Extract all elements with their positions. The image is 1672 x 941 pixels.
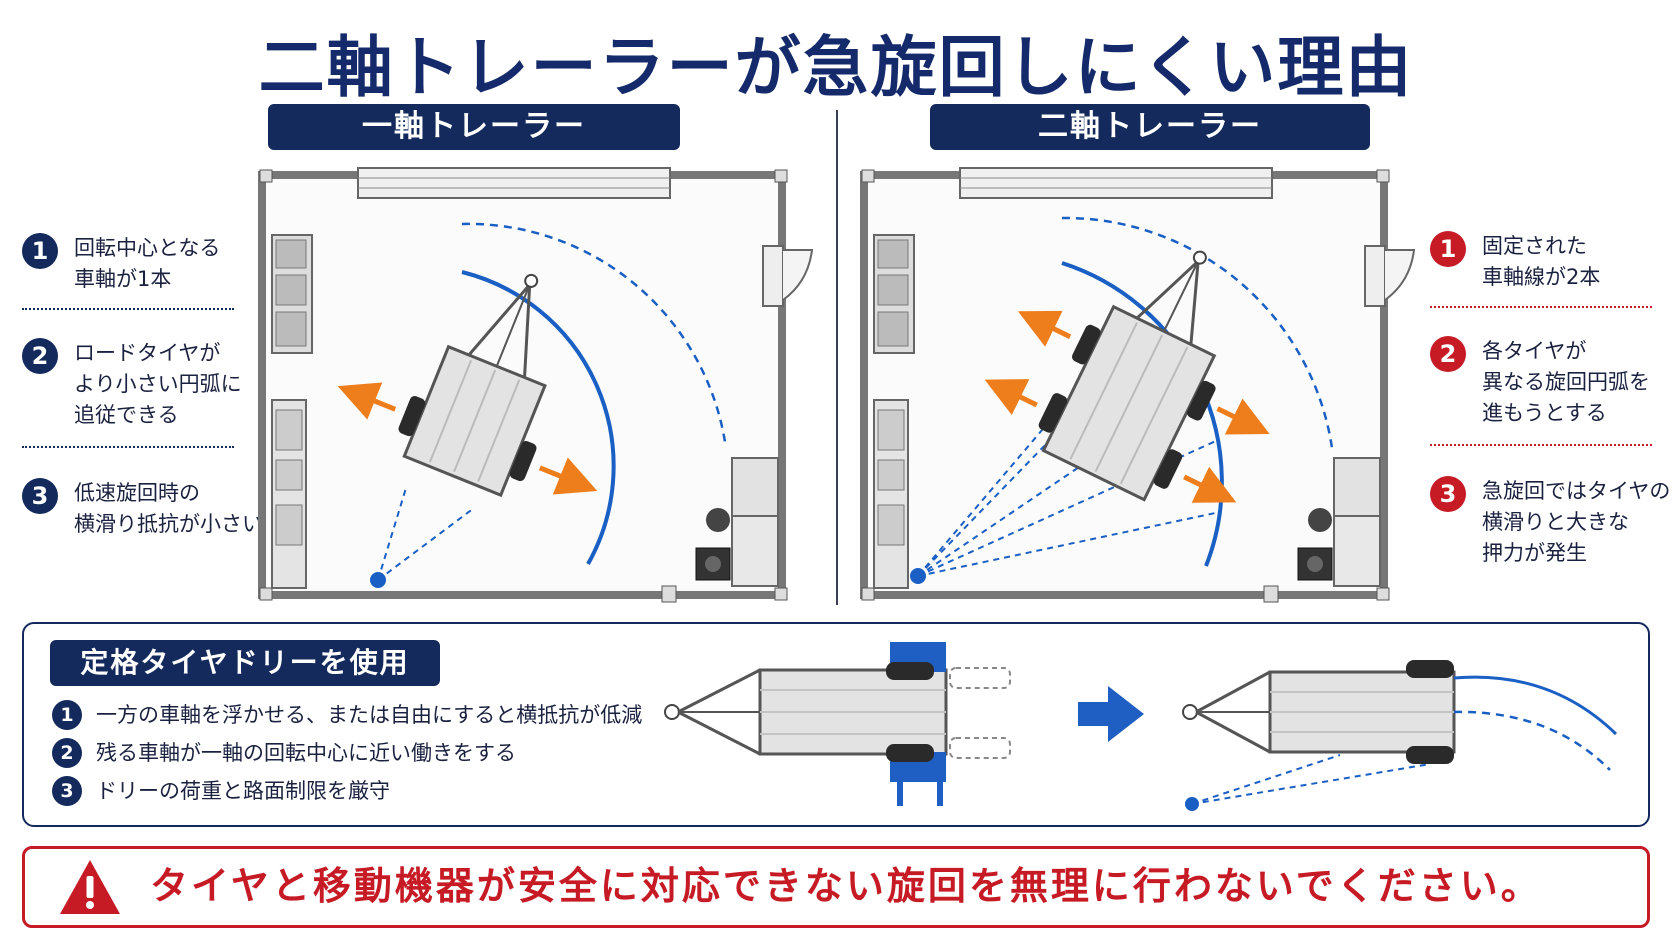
point-line: 横滑りと大きな [1482,510,1629,534]
double-axle-label: 二軸トレーラー [930,104,1370,150]
point-line: 横滑り抵抗が小さい [74,512,263,536]
number-badge: 3 [22,478,58,514]
point-line: 回転中心となる [74,236,221,260]
page-title: 二軸トレーラーが急旋回しにくい理由 [258,29,1414,106]
point-separator [1430,306,1652,308]
point-line: 固定された [1482,234,1587,258]
dolly-illustration [664,642,1618,811]
point-separator [1430,444,1652,446]
step-text: 一方の車軸を浮かせる、または自由にすると横抵抗が低減 [96,703,643,727]
warning-panel [22,846,1650,928]
left-garage [258,167,814,603]
number-badge: 1 [22,233,58,269]
point-line: 各タイヤが [1482,339,1587,363]
number-badge: 3 [52,776,82,806]
number-badge: 2 [52,738,82,768]
dolly-panel [22,622,1650,827]
point-line: 異なる旋回円弧を [1482,370,1650,394]
trailer-with-dolly [664,642,1011,806]
section-divider [836,110,838,605]
number-badge: 2 [22,338,58,374]
step-text: 残る車軸が一軸の回転中心に近い働きをする [96,741,516,765]
number-badge: 1 [52,700,82,730]
step-text: ドリーの荷重と路面制限を厳守 [96,779,390,803]
point-line: 追従できる [74,403,179,427]
point-line: ロードタイヤが [74,341,221,365]
number-badge: 2 [1430,336,1466,372]
point-line: 車軸が1本 [74,267,172,291]
point-line: 急旋回ではタイヤの [1482,479,1671,503]
warning-triangle-icon [60,860,120,914]
single-axle-label: 一軸トレーラー [268,104,680,150]
point-line: 低速旋回時の [74,481,200,505]
trailer-turning [1182,660,1618,811]
dolly-label: 定格タイヤドリーを使用 [50,640,440,686]
point-separator [22,446,234,448]
number-badge: 1 [1430,231,1466,267]
point-separator [22,308,234,310]
point-line: より小さい円弧に [74,372,242,396]
point-line: 押力が発生 [1482,541,1587,565]
right-garage [860,167,1416,603]
right-arrow-icon [1078,686,1144,742]
warning-text: タイヤと移動機器が安全に対応できない旋回を無理に行わないでください。 [150,864,1542,908]
point-line: 進もうとする [1482,401,1607,425]
point-line: 車軸線が2本 [1482,265,1601,289]
number-badge: 3 [1430,476,1466,512]
